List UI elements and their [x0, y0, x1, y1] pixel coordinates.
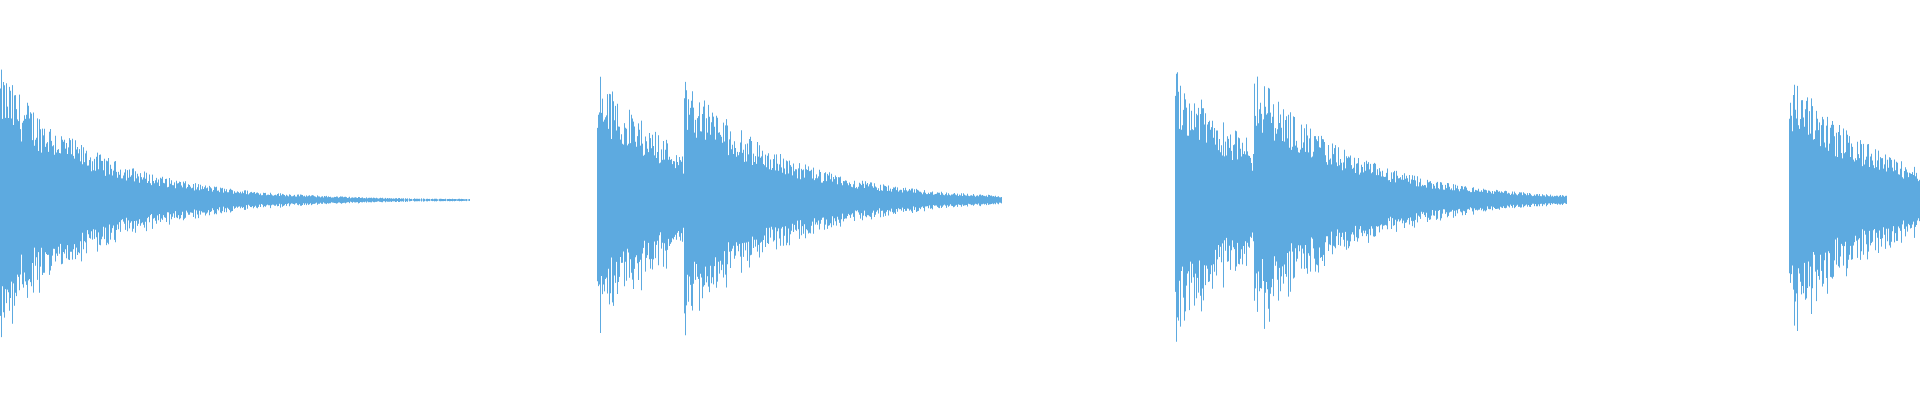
waveform-burst-1 — [0, 69, 470, 338]
waveform-burst-4-shape — [1789, 84, 1920, 331]
waveform-burst-3-shape — [1175, 72, 1567, 342]
waveform-burst-3 — [1175, 72, 1567, 342]
waveform-bursts — [0, 69, 1920, 342]
waveform-burst-1-shape — [0, 69, 470, 338]
waveform-burst-2-shape — [597, 76, 1002, 336]
waveform-burst-4 — [1789, 84, 1920, 331]
waveform-burst-2 — [597, 76, 1002, 336]
